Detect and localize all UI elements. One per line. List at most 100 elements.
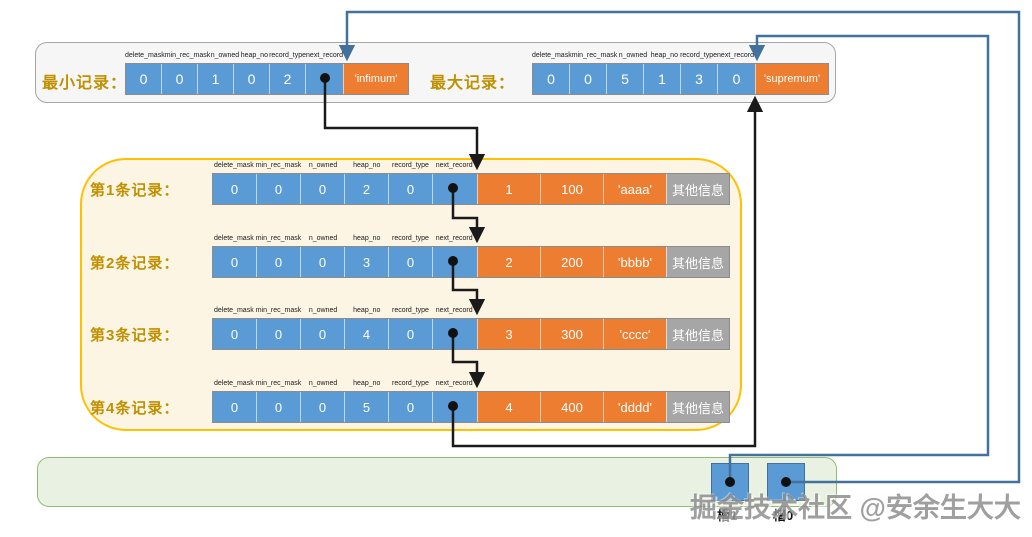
next-record-pointer-cell — [306, 64, 343, 94]
record-cells: 0 0 0 4 0 3 300 'cccc' 其他信息 — [212, 318, 730, 350]
field-header: record_type — [391, 380, 429, 387]
column-value-cell: 400 — [540, 392, 603, 422]
varchar-value-cell: 'cccc' — [603, 319, 666, 349]
min-record-cells: 0 0 1 0 2 'infimum' — [125, 63, 409, 95]
record-type-cell: 0 — [389, 392, 433, 422]
other-info-cell: 其他信息 — [666, 174, 729, 204]
next-record-pointer-cell — [433, 174, 477, 204]
field-header: min_rec_mask — [164, 52, 211, 59]
field-headers: delete_mask min_rec_mask n_owned heap_no… — [212, 380, 476, 387]
min-rec-mask-cell: 0 — [162, 64, 198, 94]
delete-mask-cell: 0 — [213, 392, 257, 422]
field-header: heap_no — [353, 162, 381, 169]
min-rec-mask-cell: 0 — [257, 247, 301, 277]
field-header: record_type — [269, 52, 307, 59]
field-header: next_record — [435, 162, 473, 169]
field-headers: delete_mask min_rec_mask n_owned heap_no… — [212, 235, 476, 242]
other-info-cell: 其他信息 — [666, 247, 729, 277]
field-header: n_owned — [210, 52, 240, 59]
varchar-value-cell: 'dddd' — [603, 392, 666, 422]
field-header: min_rec_mask — [255, 235, 302, 242]
field-header: min_rec_mask — [571, 52, 618, 59]
record-cells: 0 0 0 2 0 1 100 'aaaa' 其他信息 — [212, 173, 730, 205]
column-value-cell: 200 — [540, 247, 603, 277]
max-record-label: 最大记录： — [430, 75, 516, 92]
delete-mask-cell: 0 — [213, 319, 257, 349]
field-header: delete_mask — [125, 52, 165, 59]
record-type-cell: 3 — [681, 64, 718, 94]
record-label: 第4条记录： — [90, 400, 180, 417]
n-owned-cell: 5 — [607, 64, 644, 94]
field-header: delete_mask — [214, 307, 254, 314]
min-rec-mask-cell: 0 — [570, 64, 607, 94]
field-header: record_type — [391, 307, 429, 314]
primary-key-cell: 1 — [477, 174, 540, 204]
field-header: delete_mask — [214, 235, 254, 242]
next-record-pointer-cell — [433, 247, 477, 277]
varchar-value-cell: 'bbbb' — [603, 247, 666, 277]
heap-no-cell: 3 — [345, 247, 389, 277]
record-type-cell: 2 — [270, 64, 306, 94]
record-label: 第2条记录： — [90, 255, 180, 272]
record-cells: 0 0 0 5 0 4 400 'dddd' 其他信息 — [212, 391, 730, 423]
slot-0-label: 槽0 — [773, 508, 794, 523]
next-record-pointer-cell — [433, 392, 477, 422]
field-header: n_owned — [618, 52, 648, 59]
column-value-cell: 100 — [540, 174, 603, 204]
field-header: delete_mask — [532, 52, 572, 59]
primary-key-cell: 4 — [477, 392, 540, 422]
field-header: heap_no — [353, 380, 381, 387]
field-header: heap_no — [353, 307, 381, 314]
min-rec-mask-cell: 0 — [257, 392, 301, 422]
delete-mask-cell: 0 — [213, 174, 257, 204]
n-owned-cell: 0 — [301, 174, 345, 204]
slot-1-label: 槽1 — [717, 508, 738, 523]
record-name-cell: 'supremum' — [755, 64, 828, 94]
min-record-label: 最小记录： — [42, 75, 128, 92]
field-header: next_record — [306, 52, 343, 59]
other-info-cell: 其他信息 — [666, 392, 729, 422]
delete-mask-cell: 0 — [533, 64, 570, 94]
n-owned-cell: 0 — [301, 392, 345, 422]
field-header: record_type — [391, 162, 429, 169]
primary-key-cell: 3 — [477, 319, 540, 349]
next-record-pointer-cell — [433, 319, 477, 349]
delete-mask-cell: 0 — [213, 247, 257, 277]
primary-key-cell: 2 — [477, 247, 540, 277]
field-header: next_record — [435, 235, 473, 242]
min-rec-mask-cell: 0 — [257, 319, 301, 349]
heap-no-cell: 1 — [644, 64, 681, 94]
field-header: heap_no — [240, 52, 268, 59]
field-header: next_record — [435, 380, 473, 387]
min-record-field-headers: delete_mask min_rec_mask n_owned heap_no… — [125, 52, 343, 59]
max-record-cells: 0 0 5 1 3 0 'supremum' — [532, 63, 829, 95]
heap-no-cell: 5 — [345, 392, 389, 422]
record-label: 第1条记录： — [90, 182, 180, 199]
field-header: next_record — [435, 307, 473, 314]
next-record-cell: 0 — [718, 64, 755, 94]
record-type-cell: 0 — [389, 319, 433, 349]
field-headers: delete_mask min_rec_mask n_owned heap_no… — [212, 307, 476, 314]
n-owned-cell: 0 — [301, 319, 345, 349]
field-header: delete_mask — [214, 162, 254, 169]
field-header: heap_no — [353, 235, 381, 242]
column-value-cell: 300 — [540, 319, 603, 349]
field-header: n_owned — [308, 235, 338, 242]
other-info-cell: 其他信息 — [666, 319, 729, 349]
field-header: n_owned — [308, 162, 338, 169]
n-owned-cell: 0 — [301, 247, 345, 277]
record-type-cell: 0 — [389, 247, 433, 277]
heap-no-cell: 2 — [345, 174, 389, 204]
field-header: record_type — [680, 52, 718, 59]
field-header: next_record — [717, 52, 754, 59]
max-record-field-headers: delete_mask min_rec_mask n_owned heap_no… — [532, 52, 754, 59]
n-owned-cell: 1 — [198, 64, 234, 94]
heap-no-cell: 0 — [234, 64, 270, 94]
record-name-cell: 'infimum' — [343, 64, 408, 94]
field-header: min_rec_mask — [255, 307, 302, 314]
delete-mask-cell: 0 — [126, 64, 162, 94]
field-header: record_type — [391, 235, 429, 242]
field-header: min_rec_mask — [255, 380, 302, 387]
field-header: heap_no — [650, 52, 678, 59]
